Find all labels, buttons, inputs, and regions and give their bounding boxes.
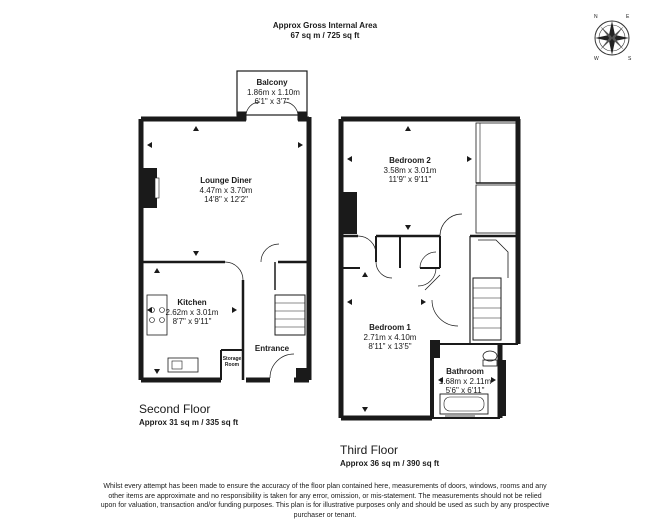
disclaimer-text: Whilst every attempt has been made to en…	[100, 483, 550, 519]
compass-letter: E	[626, 14, 630, 20]
room-name: Balcony	[256, 78, 288, 87]
compass-letter: W	[594, 56, 599, 62]
room-bedroom-1: Bedroom 1 2.71m x 4.10m 8'11" x 13'5"	[352, 323, 428, 352]
second-floor-area: Approx 31 sq m / 335 sq ft	[139, 418, 239, 427]
room-imperial: 8'7" x 9'11"	[172, 317, 212, 326]
compass-letter: S	[628, 56, 632, 62]
room-metric: 2.71m x 4.10m	[363, 332, 417, 342]
room-name: Storage Room	[222, 356, 242, 368]
gross-area-value: 67 sq m / 725 sq ft	[290, 31, 360, 40]
room-name: Kitchen	[177, 298, 207, 307]
room-name: Lounge Diner	[200, 176, 252, 185]
room-entrance: Entrance	[246, 344, 298, 354]
compass-letter: N	[594, 14, 598, 20]
second-floor-name: Second Floor	[139, 402, 211, 416]
room-balcony: Balcony 1.86m x 1.10m 6'1" x 3'7"	[247, 78, 300, 107]
room-imperial: 5'6" x 6'11"	[445, 386, 485, 395]
room-name: Bathroom	[446, 367, 484, 376]
room-name: Bedroom 1	[369, 323, 411, 332]
room-bedroom-2: Bedroom 2 3.58m x 3.01m 11'9" x 9'11"	[368, 156, 452, 185]
room-metric: 4.47m x 3.70m	[199, 185, 253, 195]
room-name: Bedroom 2	[389, 156, 431, 165]
room-bathroom: Bathroom 1.68m x 2.11m 5'6" x 6'11"	[434, 367, 496, 396]
third-floor-name: Third Floor	[340, 443, 399, 457]
room-imperial: 11'9" x 9'11"	[388, 175, 432, 184]
third-floor-plan	[338, 116, 521, 421]
gross-area-title: Approx Gross Internal Area	[272, 21, 378, 30]
room-lounge-diner: Lounge Diner 4.47m x 3.70m 14'8" x 12'2"	[176, 176, 276, 205]
room-metric: 2.62m x 3.01m	[165, 307, 219, 317]
room-imperial: 14'8" x 12'2"	[204, 195, 248, 204]
room-name: Entrance	[254, 344, 290, 353]
third-floor-area: Approx 36 sq m / 390 sq ft	[340, 459, 440, 468]
compass-icon	[594, 20, 630, 56]
room-imperial: 6'1" x 3'7"	[254, 97, 290, 106]
room-metric: 3.58m x 3.01m	[383, 165, 437, 175]
room-imperial: 8'11" x 13'5"	[368, 342, 412, 351]
room-metric: 1.86m x 1.10m	[247, 87, 300, 97]
room-kitchen: Kitchen 2.62m x 3.01m 8'7" x 9'11"	[162, 298, 222, 327]
room-metric: 1.68m x 2.11m	[438, 376, 492, 386]
second-floor-plan	[138, 70, 312, 383]
room-storage: Storage Room	[221, 356, 243, 368]
